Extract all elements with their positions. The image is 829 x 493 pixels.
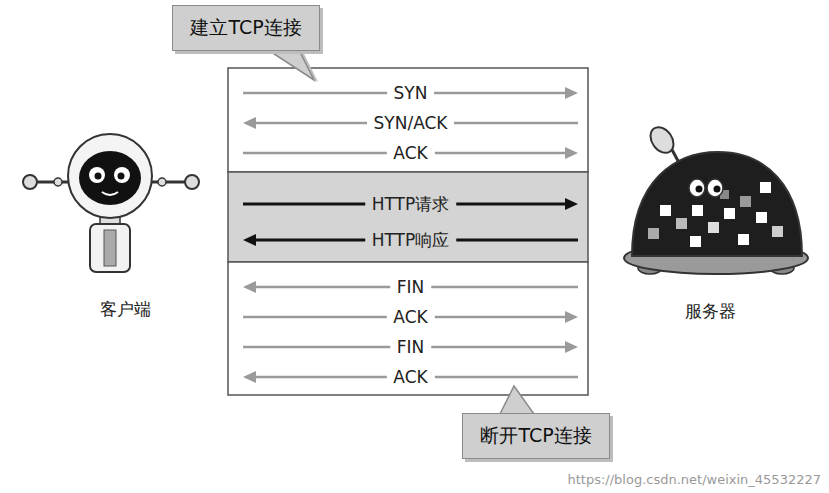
arrow-head: [565, 87, 578, 99]
message-label: ACK: [386, 307, 434, 327]
client-node: 客户端: [15, 78, 243, 392]
actor-label: 客户端: [25, 298, 225, 321]
close-band: [228, 262, 588, 395]
arrow-head: [243, 281, 256, 293]
callout-text: 建立TCP连接: [190, 15, 301, 41]
server-robot: [624, 123, 808, 274]
watermark: https://blog.csdn.net/weixin_45532227: [567, 472, 821, 487]
message-label: SYN: [387, 83, 435, 103]
callout-text: 断开TCP连接: [480, 423, 591, 449]
callout-box: 断开TCP连接: [462, 413, 610, 459]
callout-tail: [500, 386, 534, 414]
arrow-head: [243, 234, 256, 246]
server-node: 服务器: [578, 78, 814, 392]
arrow-head: [565, 311, 578, 323]
message-label: SYN/ACK: [367, 113, 455, 133]
arrow-head: [565, 341, 578, 353]
arrow-head: [243, 117, 256, 129]
actor-label: 服务器: [610, 300, 810, 323]
client-robot: [23, 134, 199, 272]
http-band: [228, 172, 588, 262]
message-label: ACK: [386, 143, 434, 163]
message-label: FIN: [390, 337, 432, 357]
arrow-head: [565, 198, 578, 210]
callout-box: 建立TCP连接: [172, 5, 320, 51]
arrow-head: [243, 371, 256, 383]
arrow-head: [565, 147, 578, 159]
message-label: HTTP响应: [365, 230, 457, 250]
message-label: HTTP请求: [365, 194, 457, 214]
callout-tail: [265, 48, 314, 80]
message-label: ACK: [386, 367, 434, 387]
handshake-band: [228, 68, 588, 172]
message-label: FIN: [390, 277, 432, 297]
